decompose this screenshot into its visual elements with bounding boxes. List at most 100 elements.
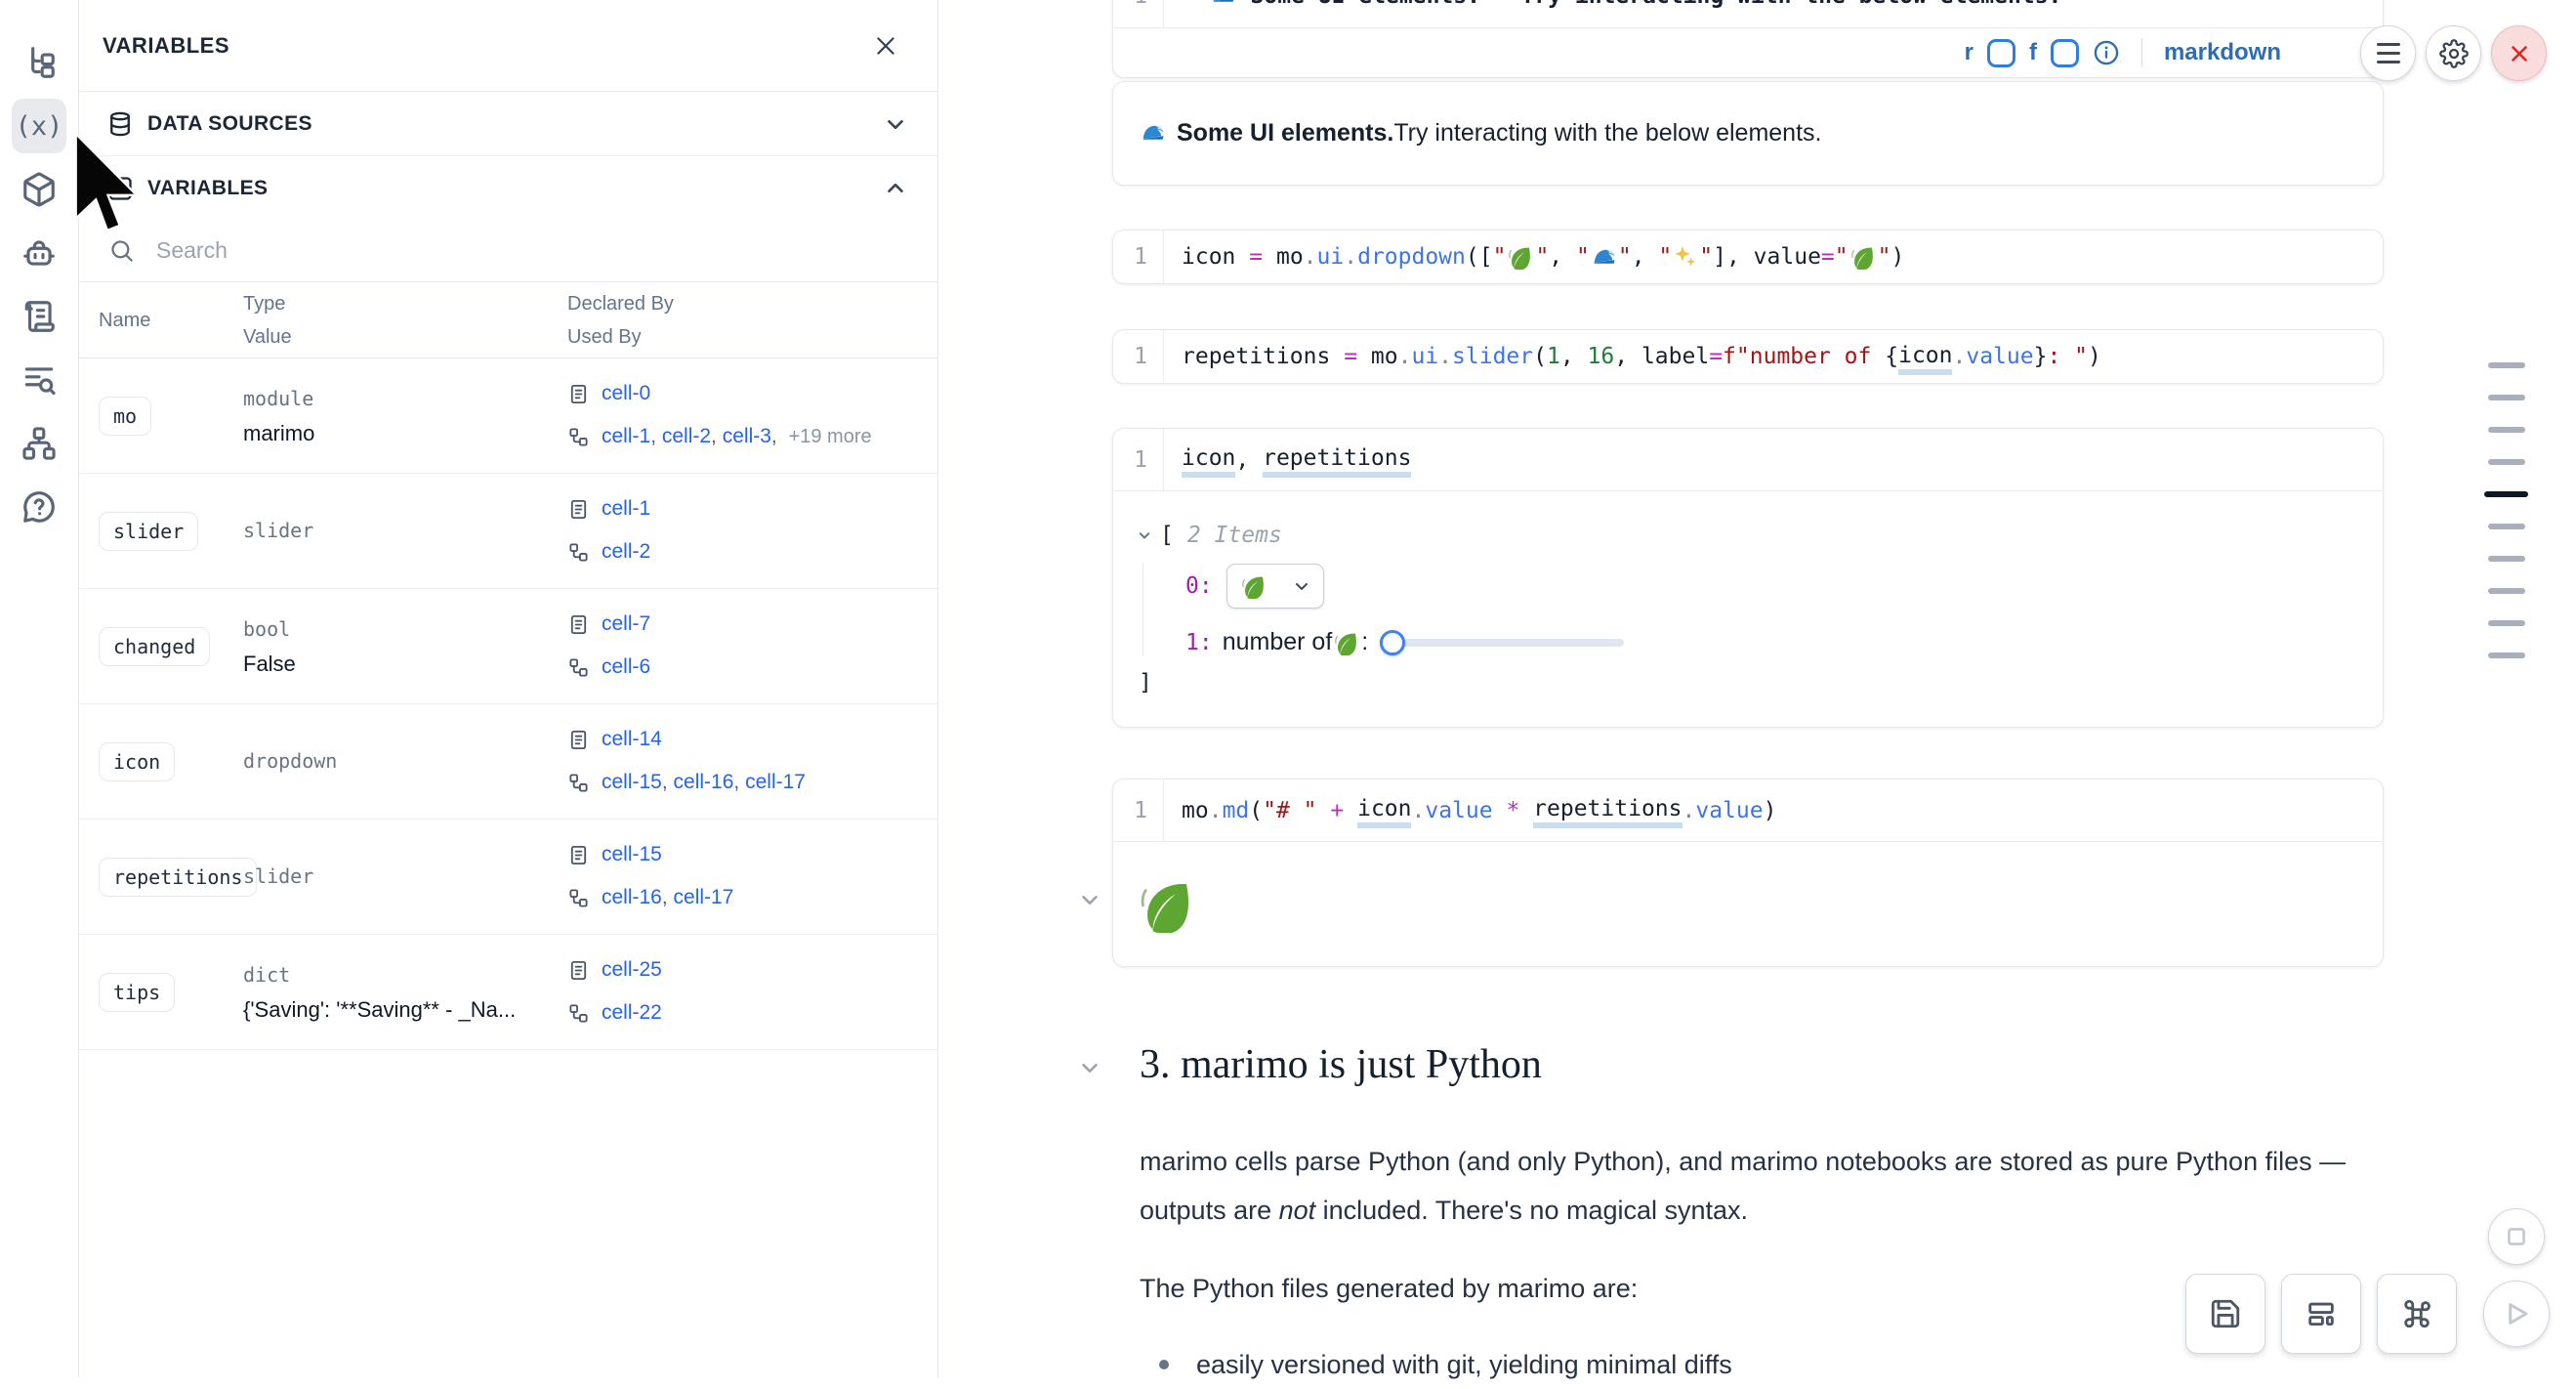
code-token: ([ — [1465, 244, 1493, 270]
code-editor-line[interactable]: 1 ** Some UI elements.** Try interacting… — [1113, 0, 2383, 28]
cell-link[interactable]: cell-1 — [602, 424, 651, 447]
command-palette-button[interactable] — [2377, 1274, 2457, 1354]
code-token: " — [1877, 244, 1891, 270]
reactive-toggle[interactable] — [1986, 38, 2015, 67]
variable-type: dict — [243, 962, 291, 987]
wave-emoji — [1141, 121, 1165, 146]
cell-link[interactable]: cell-1 — [602, 496, 651, 520]
dependency-graph-icon[interactable] — [12, 416, 66, 471]
cell-link[interactable]: cell-16 — [602, 885, 662, 908]
code-token: , — [1631, 244, 1659, 270]
logs-search-icon[interactable] — [12, 353, 66, 407]
cell-link-icon — [567, 426, 590, 448]
code-token: ** — [1182, 0, 1209, 13]
scratchpad-scroll-icon[interactable] — [12, 289, 66, 344]
code-editor-line[interactable]: 1 repetitions = mo.ui.slider(1, 16, labe… — [1113, 330, 2383, 383]
package-icon[interactable] — [12, 162, 66, 217]
code-token: dropdown — [1357, 244, 1466, 270]
code-editor-line[interactable]: 1 icon = mo.ui.dropdown(["", "", ""], va… — [1113, 231, 2383, 283]
stop-button[interactable] — [2488, 1208, 2545, 1265]
notebook-menu-button[interactable] — [2360, 25, 2416, 81]
minimap-cell-marker[interactable] — [2488, 427, 2525, 433]
cell-link[interactable]: cell-6 — [602, 654, 651, 678]
cell-link[interactable]: cell-17 — [673, 885, 734, 908]
help-icon[interactable] — [12, 480, 66, 534]
minimap-cell-marker[interactable] — [2488, 395, 2525, 400]
cell-link[interactable]: cell-25 — [602, 957, 662, 981]
variable-name-badge[interactable]: changed — [99, 626, 211, 666]
declared-by-line: cell-25 — [567, 949, 937, 992]
variable-name-badge[interactable]: tips — [99, 972, 176, 1012]
format-toggle[interactable] — [2050, 38, 2079, 67]
file-tree-icon[interactable] — [12, 35, 66, 90]
cell-link[interactable]: cell-17 — [745, 770, 806, 793]
cell-document-icon — [567, 844, 590, 866]
collapse-toggle[interactable] — [1135, 526, 1154, 545]
language-button[interactable]: markdown — [2163, 39, 2281, 65]
code-token: " — [1576, 244, 1590, 270]
icon-dropdown-select[interactable] — [1226, 564, 1324, 609]
variable-name-badge[interactable]: icon — [99, 741, 176, 781]
declared-by-line: cell-7 — [567, 604, 937, 647]
variables-panel: VARIABLES DATA SOURCES VARIABLES Name Ty… — [79, 0, 938, 1377]
code-editor-line[interactable]: 1 icon, repetitions — [1113, 429, 2383, 490]
cell-link[interactable]: cell-14 — [602, 727, 662, 750]
minimap-cell-marker[interactable] — [2484, 491, 2528, 497]
output-collapse-chevron[interactable] — [1077, 887, 1102, 912]
section-collapse-chevron[interactable] — [1077, 1055, 1102, 1080]
code-token: slider — [1452, 344, 1534, 369]
command-icon — [2404, 1299, 2431, 1328]
cell-link[interactable]: cell-2 — [602, 539, 651, 563]
section-label: VARIABLES — [147, 176, 269, 199]
code-token: . — [1208, 797, 1223, 823]
variable-value: False — [243, 651, 296, 676]
cell-link[interactable]: cell-3 — [722, 424, 771, 447]
cell-link[interactable]: cell-15 — [602, 842, 662, 865]
declared-by-line: cell-15 — [567, 834, 937, 877]
minimap-cell-marker[interactable] — [2488, 524, 2525, 529]
variable-name-badge[interactable]: slider — [99, 511, 199, 551]
save-button[interactable] — [2185, 1274, 2265, 1354]
cell-link[interactable]: cell-2 — [661, 424, 712, 447]
minimap-cell-marker[interactable] — [2488, 459, 2525, 465]
cell-link[interactable]: cell-16 — [673, 770, 734, 793]
more-cells-label[interactable]: +19 more — [788, 425, 872, 447]
cell-link[interactable]: cell-7 — [602, 611, 651, 635]
section-variables[interactable]: VARIABLES — [79, 156, 937, 220]
cell-link[interactable]: cell-0 — [602, 381, 651, 404]
cell-link[interactable]: cell-15 — [602, 770, 662, 793]
close-panel-button[interactable] — [869, 29, 902, 63]
variable-name-badge[interactable]: repetitions — [99, 857, 258, 897]
variable-name-badge[interactable]: mo — [99, 396, 152, 436]
shutdown-button[interactable] — [2491, 25, 2547, 81]
minimap-cell-marker[interactable] — [2488, 652, 2525, 658]
minimap-cell-marker[interactable] — [2488, 620, 2525, 626]
list-item: easily versioned with git, yielding mini… — [1159, 1340, 1732, 1389]
minimap-cell-marker[interactable] — [2488, 556, 2525, 562]
layout-button[interactable] — [2281, 1274, 2361, 1354]
code-editor-line[interactable]: 1 mo.md("# " + icon.value * repetitions.… — [1113, 779, 2383, 841]
settings-button[interactable] — [2426, 25, 2481, 81]
cell-link[interactable]: cell-22 — [602, 1000, 662, 1024]
code-token: icon — [1357, 792, 1412, 828]
code-token: . — [1682, 797, 1696, 823]
ai-bot-icon[interactable] — [12, 226, 66, 280]
section-data-sources[interactable]: DATA SOURCES — [79, 92, 937, 156]
info-icon[interactable] — [2093, 39, 2120, 66]
code-token: ) — [2088, 344, 2101, 369]
md-leaf-output — [1113, 842, 2383, 967]
slider-thumb[interactable] — [1380, 629, 1406, 655]
minimap-cell-marker[interactable] — [2488, 588, 2525, 594]
minimap-cell-marker[interactable] — [2488, 362, 2525, 368]
variables-icon[interactable]: (x) — [12, 99, 66, 153]
search-icon — [111, 240, 133, 262]
code-token: + — [1330, 797, 1345, 823]
run-button[interactable] — [2483, 1281, 2550, 1347]
repetitions-slider[interactable] — [1380, 629, 1625, 655]
code-token: " — [1617, 244, 1632, 270]
code-token: icon — [1182, 244, 1236, 270]
leaf-emoji — [1241, 573, 1267, 599]
search-input[interactable] — [156, 237, 914, 264]
